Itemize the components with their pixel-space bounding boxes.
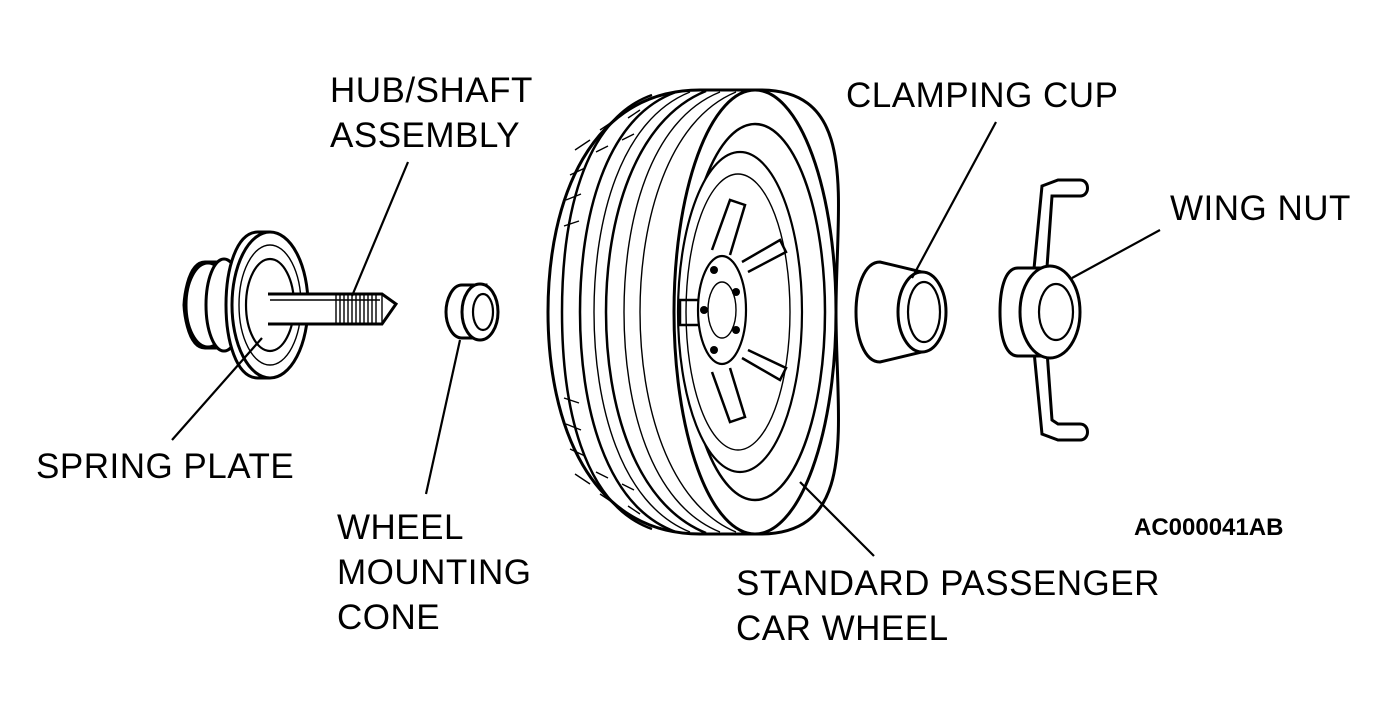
label-wheel-cone-line3: CONE bbox=[337, 598, 441, 637]
clamping-cup-part bbox=[854, 260, 948, 364]
leader-wing-nut bbox=[1071, 229, 1161, 279]
figure-code: AC000041AB bbox=[1134, 514, 1284, 541]
leader-spring-plate bbox=[171, 337, 263, 441]
label-wheel-cone-line1: WHEEL bbox=[337, 508, 464, 547]
label-clamping-cup: CLAMPING CUP bbox=[846, 76, 1119, 115]
leader-passenger-wheel bbox=[799, 481, 875, 557]
label-hub-shaft-line1: HUB/SHAFT bbox=[330, 71, 533, 110]
leader-hub-shaft bbox=[350, 161, 410, 297]
hub-shaft-part bbox=[268, 292, 399, 326]
leader-mounting-cone bbox=[424, 339, 462, 495]
wing-nut-part bbox=[998, 178, 1089, 442]
label-wheel-cone-line2: MOUNTING bbox=[337, 553, 532, 592]
label-passenger-wheel-line1: STANDARD PASSENGER bbox=[736, 564, 1160, 603]
rim-part bbox=[676, 122, 827, 502]
label-wing-nut: WING NUT bbox=[1170, 189, 1351, 228]
leader-clamping-cup bbox=[911, 121, 997, 279]
label-passenger-wheel-line2: CAR WHEEL bbox=[736, 609, 949, 648]
mounting-cone-part bbox=[444, 282, 500, 342]
label-hub-shaft-line2: ASSEMBLY bbox=[330, 116, 521, 155]
label-spring-plate: SPRING PLATE bbox=[36, 447, 295, 486]
